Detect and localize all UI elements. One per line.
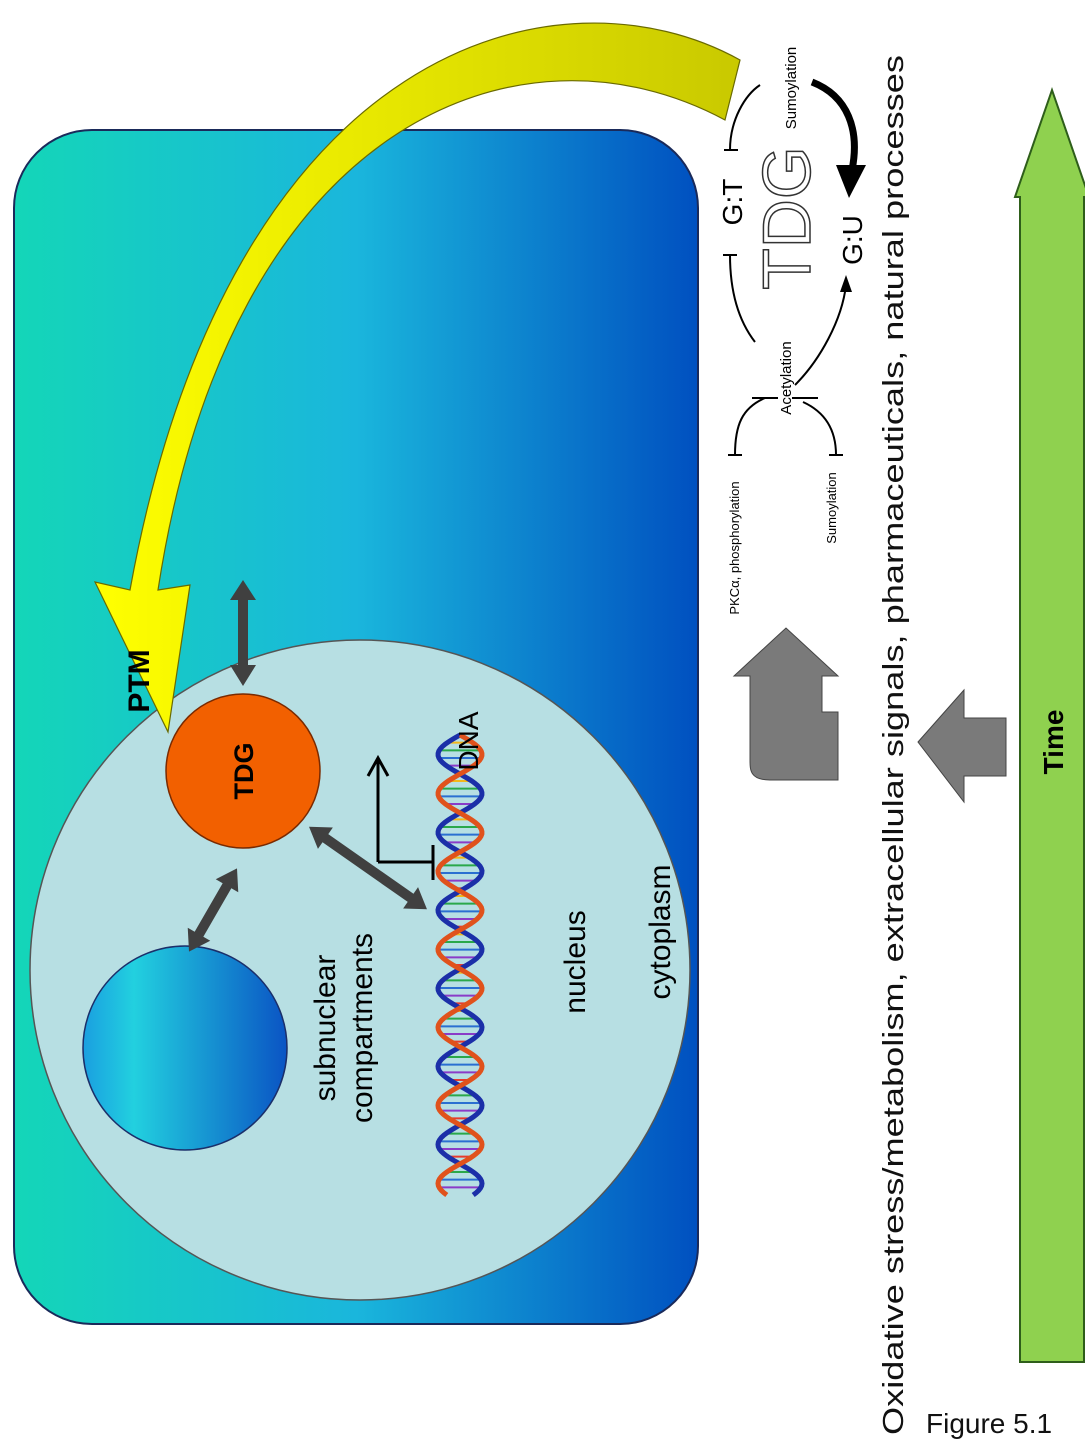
subnuclear-compartment xyxy=(82,945,288,1151)
double-arrow-icon xyxy=(309,826,427,910)
dna-strand xyxy=(435,732,485,1197)
pkc-label: PKCα, phosphorylation xyxy=(727,481,742,614)
sumoylation-bottom-label: Sumoylation xyxy=(824,472,839,544)
time-label: Time xyxy=(1038,710,1069,775)
double-arrow-icon xyxy=(187,868,239,952)
grey-arrow-up xyxy=(732,627,840,781)
dna-helix xyxy=(435,732,485,1197)
transcription-start-icon xyxy=(366,754,435,880)
regulation-scheme xyxy=(723,84,852,456)
grey-arrow-left xyxy=(917,688,1007,804)
subnuclear-label: subnuclear xyxy=(309,955,342,1102)
tdg-protein xyxy=(165,693,321,849)
ptm-label: PTM xyxy=(123,649,156,712)
gt-label: G:T xyxy=(717,179,748,226)
ptm-arrow xyxy=(93,22,741,735)
time-arrow xyxy=(1013,86,1085,1363)
gu-label: G:U xyxy=(837,215,868,265)
nucleus-label: nucleus xyxy=(559,910,592,1013)
compartments-label: compartments xyxy=(346,933,379,1123)
figure-caption: Figure 5.1 xyxy=(926,1408,1053,1439)
acetylation-label: Acetylation xyxy=(778,341,795,414)
cytoplasm-label: cytoplasm xyxy=(644,864,677,999)
dna-label: DNA xyxy=(453,711,484,770)
sumoylation-top-label: Sumoylation xyxy=(783,47,800,130)
sumoylation-arrow-icon xyxy=(810,78,858,171)
double-arrow-icon xyxy=(230,580,256,686)
tdg-label: TDG xyxy=(229,743,259,800)
signals-label: Oxidative stress/metabolism, extracellul… xyxy=(878,55,910,1435)
tdg-outline-label: TDG xyxy=(749,146,825,290)
sumoylation-arrowhead-icon xyxy=(836,165,866,198)
